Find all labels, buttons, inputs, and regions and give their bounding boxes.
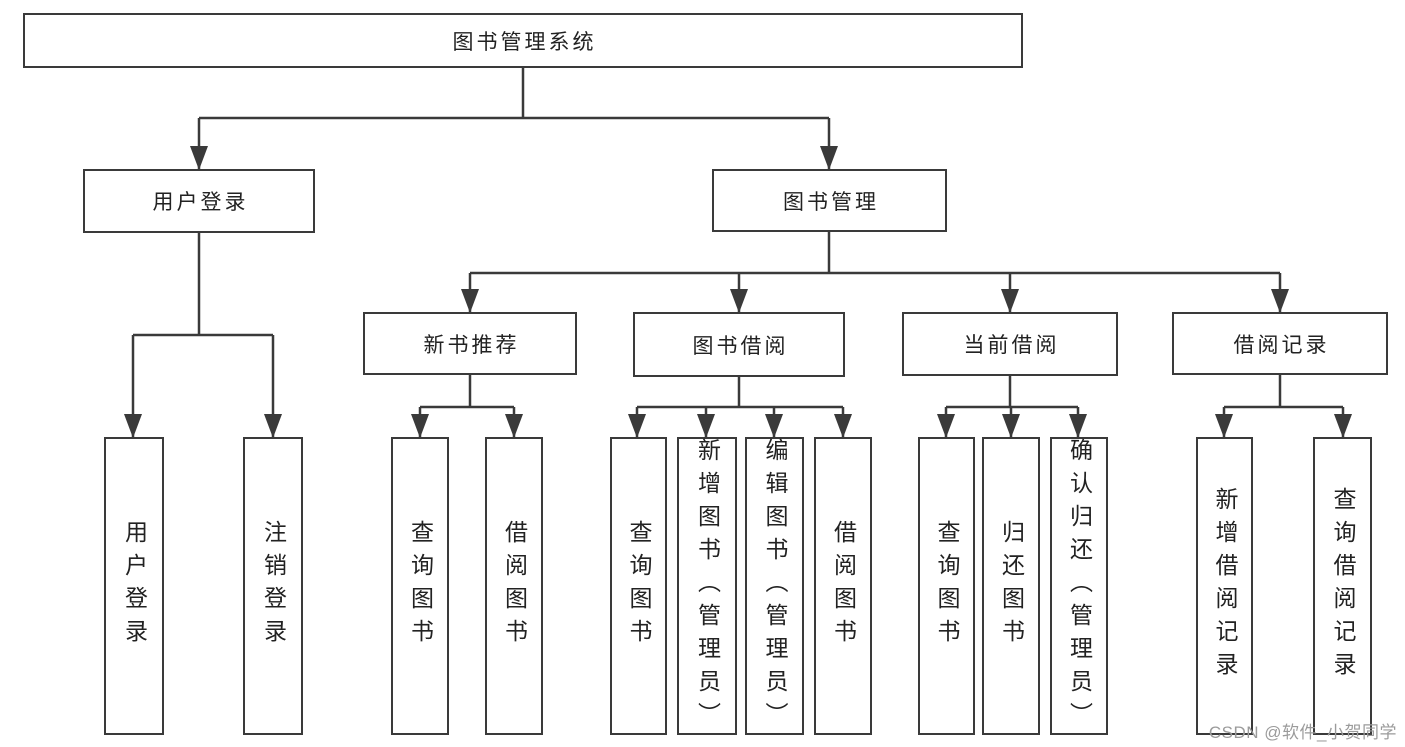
node-current-borrow-label: 当前借阅: [963, 334, 1060, 357]
node-current-borrow: 当前借阅: [902, 312, 1118, 376]
node-borrow-records: 借阅记录: [1172, 312, 1388, 375]
leaf-query-books-recommend-label: 查询图书: [407, 520, 434, 652]
connector-book-management-branch: [461, 232, 1289, 313]
node-user-login: 用户登录: [83, 169, 315, 233]
leaf-add-borrow-record: 新增借阅记录: [1196, 437, 1253, 735]
node-book-borrow: 图书借阅: [633, 312, 845, 377]
leaf-add-books-admin: 新增图书（管理员）: [677, 437, 737, 735]
connector-book-borrow-branch: [628, 375, 852, 438]
leaf-query-books-recommend: 查询图书: [391, 437, 449, 735]
leaf-query-borrow-record: 查询借阅记录: [1313, 437, 1372, 735]
connector-borrow-records-branch: [1215, 375, 1352, 438]
node-root-label: 图书管理系统: [452, 30, 597, 54]
node-new-book-recommend-label: 新书推荐: [423, 333, 520, 357]
leaf-logout: 注销登录: [243, 437, 303, 735]
connector-current-borrow-branch: [937, 375, 1087, 438]
leaf-borrow-books-recommend: 借阅图书: [485, 437, 543, 735]
node-book-management-label: 图书管理: [783, 190, 879, 214]
leaf-add-borrow-record-label: 新增借阅记录: [1212, 487, 1238, 685]
watermark: CSDN @软件_小贺同学: [1208, 723, 1397, 742]
connector-root-to-level2: [190, 68, 838, 170]
leaf-query-books-borrow: 查询图书: [610, 437, 667, 735]
leaf-return-books-label: 归还图书: [998, 520, 1025, 652]
connector-new-book-branch: [411, 375, 523, 438]
leaf-borrow-books-recommend-label: 借阅图书: [501, 520, 528, 652]
connector-user-login-branch: [124, 233, 282, 438]
node-user-login-label: 用户登录: [152, 191, 249, 214]
node-book-management: 图书管理: [712, 169, 947, 232]
leaf-user-login: 用户登录: [104, 437, 164, 735]
node-root: 图书管理系统: [23, 13, 1023, 68]
leaf-edit-books-admin-label: 编辑图书（管理员）: [762, 437, 788, 735]
leaf-user-login-label: 用户登录: [121, 520, 148, 652]
leaf-confirm-return-admin-label: 确认归还（管理员）: [1066, 437, 1093, 735]
node-book-borrow-label: 图书借阅: [692, 334, 789, 358]
leaf-query-books-current-label: 查询图书: [934, 520, 960, 652]
leaf-borrow-books: 借阅图书: [814, 437, 872, 735]
leaf-confirm-return-admin: 确认归还（管理员）: [1050, 437, 1108, 735]
leaf-logout-label: 注销登录: [260, 520, 287, 652]
leaf-query-books-borrow-label: 查询图书: [626, 520, 652, 652]
leaf-edit-books-admin: 编辑图书（管理员）: [745, 437, 804, 735]
leaf-query-borrow-record-label: 查询借阅记录: [1330, 487, 1356, 685]
leaf-return-books: 归还图书: [982, 437, 1040, 735]
node-new-book-recommend: 新书推荐: [363, 312, 577, 375]
leaf-query-books-current: 查询图书: [918, 437, 975, 735]
leaf-add-books-admin-label: 新增图书（管理员）: [694, 437, 721, 735]
node-borrow-records-label: 借阅记录: [1233, 333, 1330, 357]
leaf-borrow-books-label: 借阅图书: [830, 520, 857, 652]
